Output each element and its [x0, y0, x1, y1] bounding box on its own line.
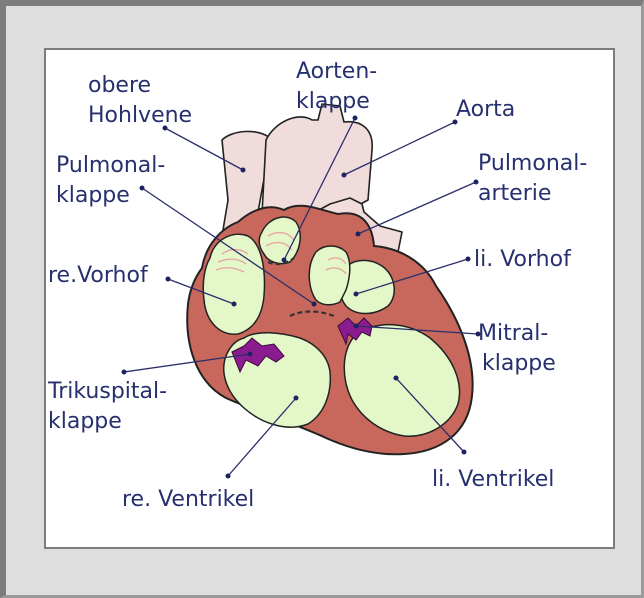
label-mitral-valve-line1: Mitral-	[478, 321, 548, 346]
label-pulmonary-valve-line2: klappe	[56, 183, 130, 208]
label-mitral-valve-line2: klappe	[482, 351, 556, 376]
label-superior-vena-cava-line1: obere	[88, 73, 151, 98]
label-aorta: Aorta	[456, 97, 515, 122]
label-superior-vena-cava-line2: Hohlvene	[88, 103, 192, 128]
label-aortic-valve-line2: klappe	[296, 89, 370, 114]
label-pulmonary-artery-line2: arterie	[478, 181, 551, 206]
label-pulmonary-artery-line1: Pulmonal-	[478, 151, 587, 176]
label-pulmonary-valve-line1: Pulmonal-	[56, 153, 165, 178]
pulmonary-root-chamber	[309, 246, 350, 305]
label-right-atrium: re.Vorhof	[48, 263, 149, 288]
label-left-atrium: li. Vorhof	[474, 247, 572, 272]
label-left-ventricle: li. Ventrikel	[432, 467, 554, 492]
label-tricuspid-valve-line2: klappe	[48, 409, 122, 434]
label-aortic-valve-line1: Aorten-	[296, 59, 377, 84]
label-tricuspid-valve-line1: Trikuspital-	[47, 379, 167, 404]
label-right-ventricle: re. Ventrikel	[122, 487, 254, 512]
